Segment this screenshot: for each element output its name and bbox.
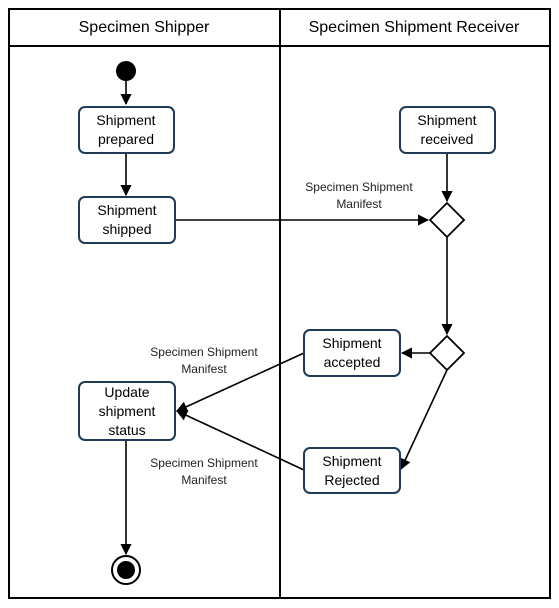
end-node (111, 555, 141, 585)
edge-label-line: Specimen Shipment (150, 456, 258, 470)
edge-label-line: Specimen Shipment (305, 180, 413, 194)
edge-rejected-update (175, 410, 305, 471)
lane-title-receiver: Specimen Shipment Receiver (309, 19, 520, 36)
node-shipment-accepted: Shipment accepted (303, 329, 401, 377)
node-shipment-shipped: Shipment shipped (78, 196, 176, 244)
node-shipment-received: Shipment received (399, 106, 496, 154)
node-label-line: prepared (98, 131, 154, 147)
node-label-line: shipment (99, 403, 156, 419)
edge-label-manifest-from-accepted: Specimen Shipment Manifest (150, 345, 258, 376)
node-update-status: Update shipment status (78, 381, 176, 441)
node-label-line: Shipment (322, 335, 381, 351)
node-shipment-rejected: Shipment Rejected (303, 447, 401, 494)
edge-label-line: Specimen Shipment (150, 345, 258, 359)
edge-accepted-update (175, 352, 305, 412)
edge-label-manifest-from-rejected: Specimen Shipment Manifest (150, 456, 258, 487)
node-label-line: shipped (102, 221, 151, 237)
node-label-line: received (421, 131, 474, 147)
edge-label-line: Manifest (181, 362, 227, 376)
edge-label-line: Manifest (181, 473, 227, 487)
node-label-line: Shipment (97, 202, 156, 218)
edge-label-manifest-to-receiver: Specimen Shipment Manifest (305, 180, 413, 211)
edge-decision-rejected (400, 369, 448, 471)
node-label-line: accepted (324, 354, 381, 370)
edge-label-line: Manifest (336, 197, 382, 211)
edges (120, 81, 453, 556)
node-shipment-prepared: Shipment prepared (78, 106, 175, 154)
merge-diamond (428, 201, 466, 239)
start-node (116, 61, 136, 81)
decision-diamond (428, 334, 466, 372)
lane-title-shipper: Specimen Shipper (79, 19, 210, 36)
swimlane-frame (8, 8, 551, 599)
node-label-line: Shipment (96, 112, 155, 128)
node-label-line: Shipment (417, 112, 476, 128)
node-label-line: Update (104, 384, 149, 400)
node-label-line: Shipment (322, 453, 381, 469)
node-label-line: Rejected (324, 472, 379, 488)
node-label-line: status (108, 422, 145, 438)
